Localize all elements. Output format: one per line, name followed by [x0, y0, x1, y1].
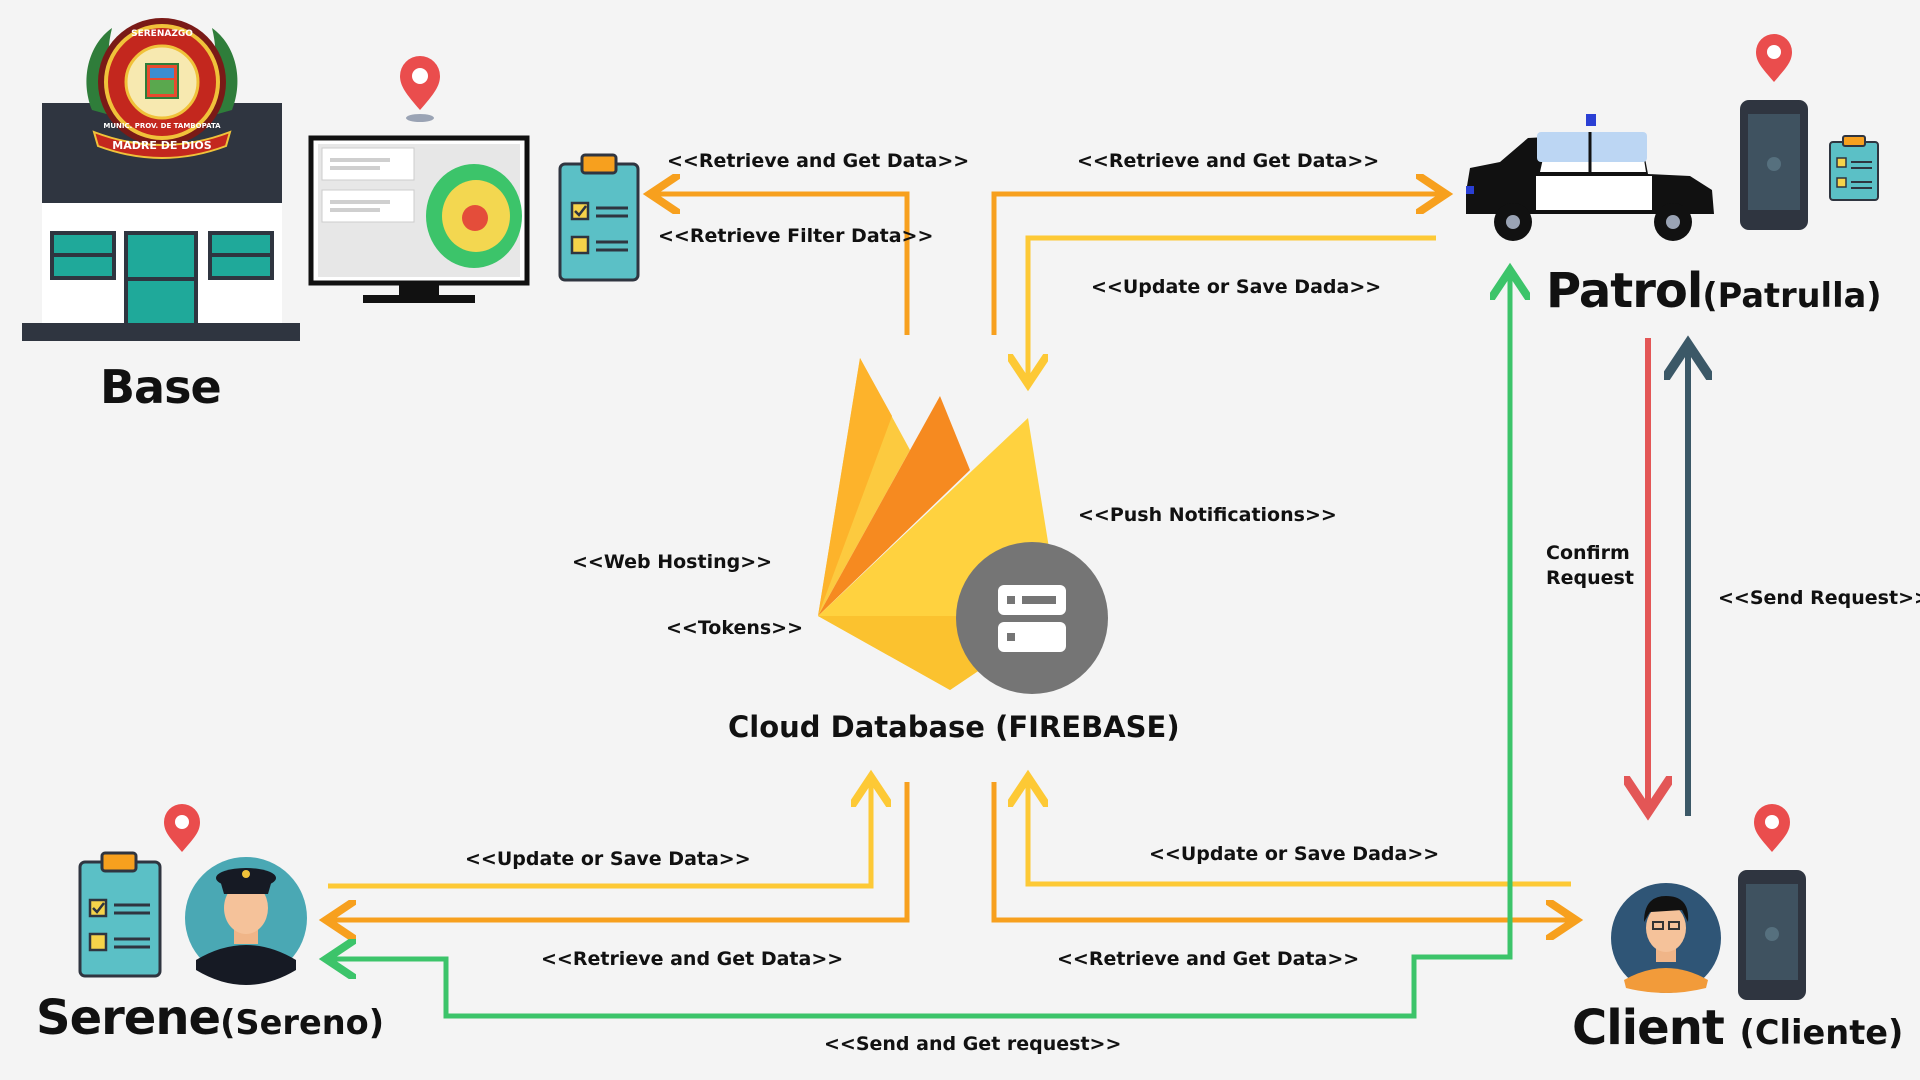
label-base-filter: <<Retrieve Filter Data>> [658, 225, 934, 247]
guard-avatar-icon [185, 857, 307, 985]
patrol-retrieve-arrow [991, 194, 1446, 335]
label-confirm-request: Confirm Request [1546, 541, 1634, 591]
label-serene-retrieve: <<Retrieve and Get Data>> [541, 948, 844, 970]
label-serene-update: <<Update or Save Data>> [465, 848, 751, 870]
patrol-title-sub: (Patrulla) [1702, 276, 1882, 315]
database-server-icon [956, 542, 1108, 694]
label-confirm-line2: Request [1546, 567, 1634, 589]
label-tokens: <<Tokens>> [666, 617, 804, 639]
monitor-map-icon [308, 135, 530, 303]
client-phone-icon [1738, 870, 1806, 1000]
label-send-request: <<Send Request>> [1718, 587, 1920, 609]
patrol-title-main: Patrol [1546, 263, 1703, 319]
clipboard-icon [78, 851, 162, 978]
client-avatar-icon [1611, 883, 1721, 993]
clipboard-icon [558, 153, 640, 282]
emblem-text-top: SERENAZGO [131, 29, 193, 39]
location-pin-icon [1756, 34, 1792, 82]
patrol-title: Patrol(Patrulla) [1546, 263, 1882, 319]
serene-update-arrow [328, 777, 871, 889]
firebase-title: Cloud Database (FIREBASE) [728, 710, 1180, 744]
base-retrieve-arrow [650, 194, 910, 335]
send-get-request-arrow [326, 283, 1513, 1019]
serene-title: Serene(Sereno) [36, 990, 384, 1046]
label-client-update: <<Update or Save Dada>> [1149, 843, 1440, 865]
clipboard-icon [1829, 135, 1879, 201]
location-pin-icon [1754, 804, 1790, 852]
label-send-get-request: <<Send and Get request>> [824, 1033, 1122, 1055]
location-pin-icon [164, 804, 200, 852]
location-pin-icon [400, 56, 440, 122]
label-patrol-retrieve: <<Retrieve and Get Data>> [1077, 150, 1380, 172]
patrol-update-arrow [1028, 235, 1436, 384]
serene-title-main: Serene [36, 990, 221, 1046]
client-title-sub: (Cliente) [1739, 1013, 1904, 1052]
patrol-phone-icon [1740, 100, 1808, 230]
label-web-hosting: <<Web Hosting>> [572, 551, 773, 573]
serene-retrieve-arrow [326, 782, 910, 920]
client-update-arrow [1028, 777, 1571, 887]
serene-title-sub: (Sereno) [220, 1003, 385, 1042]
emblem-text-mid: MUNIC. PROV. DE TAMBOPATA [103, 122, 221, 130]
client-title: Client (Cliente) [1572, 1000, 1903, 1056]
emblem-text-bottom: MADRE DE DIOS [112, 139, 211, 152]
patrol-car-icon [1466, 114, 1714, 241]
label-push-notifications: <<Push Notifications>> [1078, 504, 1337, 526]
client-retrieve-arrow [991, 782, 1576, 920]
label-base-retrieve: <<Retrieve and Get Data>> [667, 150, 970, 172]
serenazgo-emblem-icon: MADRE DE DIOS SERENAZGO MUNIC. PROV. DE … [86, 18, 238, 159]
label-confirm-line1: Confirm [1546, 542, 1630, 564]
label-patrol-update: <<Update or Save Dada>> [1091, 276, 1382, 298]
label-client-retrieve: <<Retrieve and Get Data>> [1057, 948, 1360, 970]
base-title: Base [100, 360, 222, 414]
client-title-main: Client [1572, 1000, 1740, 1056]
